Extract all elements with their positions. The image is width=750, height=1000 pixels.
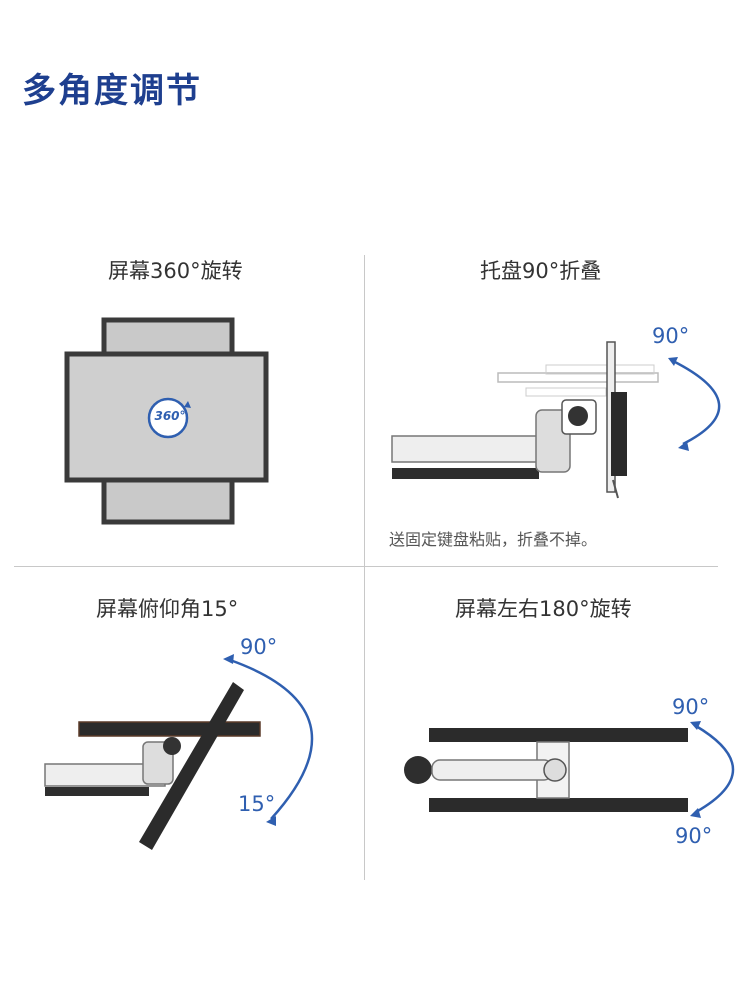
bottom-screen	[429, 798, 688, 812]
ghost-tray	[497, 372, 659, 383]
rotation-badge-label: 360°	[154, 409, 186, 423]
panel-360-caption: 屏幕360°旋转	[108, 259, 243, 283]
tilt-arrow-icon	[229, 658, 314, 820]
rotation-badge-circle	[147, 397, 189, 439]
pivot-knob-icon	[568, 406, 588, 426]
horizontal-divider	[14, 566, 718, 567]
vertical-keyboard	[611, 392, 627, 476]
tilt-angle-bottom-label: 15°	[238, 792, 276, 816]
tilt-knob-icon	[163, 737, 181, 755]
vertical-divider	[364, 255, 365, 880]
arm-base-knob-icon	[404, 756, 432, 784]
page-title: 多角度调节	[22, 71, 202, 111]
tray-angle-label: 90°	[652, 324, 690, 348]
arm-base	[392, 468, 539, 479]
panel-swivel-caption: 屏幕左右180°旋转	[455, 597, 632, 621]
fold-arrow-icon	[672, 359, 721, 446]
rotation-badge-arrow-icon	[184, 401, 191, 408]
ghost-keyboard	[545, 364, 655, 375]
panel-tilt-caption: 屏幕俯仰角15°	[96, 597, 239, 621]
panel-tray-caption: 托盘90°折叠	[480, 259, 602, 283]
swivel-arrow-icon	[695, 724, 735, 814]
top-screen	[429, 728, 688, 742]
tilted-screen	[139, 682, 244, 850]
tilt-angle-top-label: 90°	[240, 635, 278, 659]
swivel-angle-top-label: 90°	[672, 695, 710, 719]
swivel-angle-bottom-label: 90°	[675, 824, 713, 848]
tray-note: 送固定键盘粘贴，折叠不掉。	[389, 530, 598, 549]
swivel-arm	[431, 759, 553, 781]
